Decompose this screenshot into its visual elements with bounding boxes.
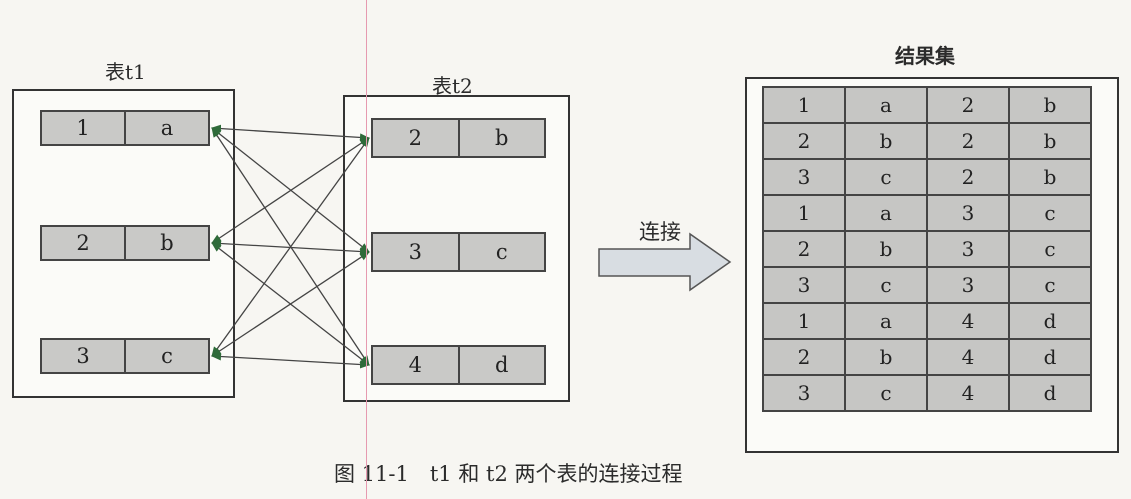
result-cell: b xyxy=(844,230,928,268)
figure-caption: 图 11-1 t1 和 t2 两个表的连接过程 xyxy=(334,462,683,486)
result-cell: a xyxy=(844,194,928,232)
result-cell: d xyxy=(1008,302,1092,340)
scan-line xyxy=(366,0,367,499)
connector-line xyxy=(211,137,370,244)
result-cell: 1 xyxy=(762,194,846,232)
result-cell: a xyxy=(844,86,928,124)
t2-cell: 2 xyxy=(373,120,458,156)
t1-cell: 1 xyxy=(42,112,124,144)
result-cell: c xyxy=(1008,230,1092,268)
result-cell: a xyxy=(844,302,928,340)
result-cell: c xyxy=(844,158,928,196)
result-cell: 1 xyxy=(762,86,846,124)
result-cell: 3 xyxy=(926,230,1010,268)
result-cell: b xyxy=(1008,122,1092,160)
t1-cell: 3 xyxy=(42,340,124,372)
result-cell: 2 xyxy=(926,86,1010,124)
result-cell: 4 xyxy=(926,302,1010,340)
result-cell: 3 xyxy=(926,194,1010,232)
result-cell: 2 xyxy=(926,158,1010,196)
connector-line xyxy=(211,124,370,142)
result-cell: 2 xyxy=(762,230,846,268)
result-cell: d xyxy=(1008,374,1092,412)
t1-cell: 2 xyxy=(42,227,124,259)
result-cell: 3 xyxy=(926,266,1010,304)
t2-title: 表t2 xyxy=(432,74,473,98)
result-cell: c xyxy=(1008,194,1092,232)
result-cell: 4 xyxy=(926,338,1010,376)
join-arrow xyxy=(598,232,732,292)
t2-cell: 4 xyxy=(373,347,458,383)
result-cell: d xyxy=(1008,338,1092,376)
result-cell: b xyxy=(1008,86,1092,124)
result-cell: b xyxy=(1008,158,1092,196)
connector-line xyxy=(211,137,370,357)
connector-line xyxy=(211,251,370,357)
t1-cell: a xyxy=(124,112,208,144)
result-cell: 2 xyxy=(926,122,1010,160)
result-cell: 3 xyxy=(762,266,846,304)
join-label: 连接 xyxy=(639,220,681,244)
result-cell: 4 xyxy=(926,374,1010,412)
result-cell: c xyxy=(844,266,928,304)
result-cell: 2 xyxy=(762,122,846,160)
t2-cell: b xyxy=(457,120,544,156)
result-cell: 3 xyxy=(762,374,846,412)
t1-cell: b xyxy=(124,227,208,259)
t2-cell: c xyxy=(457,234,544,270)
t1-title: 表t1 xyxy=(105,60,146,84)
t1-cell: c xyxy=(124,340,208,372)
result-cell: b xyxy=(844,122,928,160)
result-cell: b xyxy=(844,338,928,376)
t2-cell: d xyxy=(457,347,544,383)
result-cell: 3 xyxy=(762,158,846,196)
t2-cell: 3 xyxy=(373,234,458,270)
result-cell: 1 xyxy=(762,302,846,340)
result-cell: c xyxy=(1008,266,1092,304)
result-cell: 2 xyxy=(762,338,846,376)
result-cell: c xyxy=(844,374,928,412)
result-title: 结果集 xyxy=(895,44,955,68)
connector-line xyxy=(211,352,370,369)
